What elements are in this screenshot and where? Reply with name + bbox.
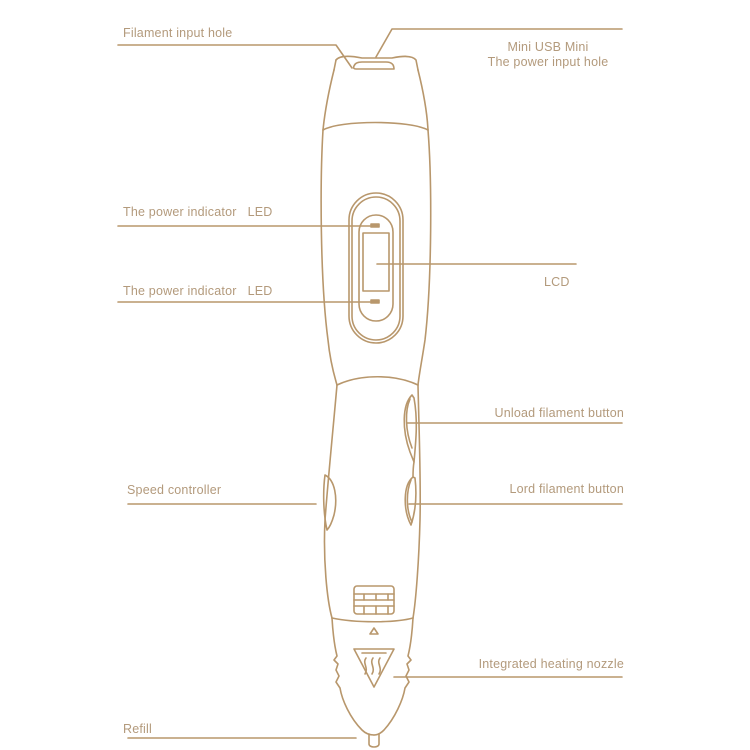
leader-lines	[117, 28, 623, 739]
pen-upper-body	[320, 129, 432, 386]
unload-button-shape	[403, 394, 418, 463]
label-speed-controller: Speed controller	[127, 483, 222, 497]
pen-grip	[322, 384, 422, 619]
speed-controller-shape	[322, 474, 337, 531]
label-led-bottom: The power indicator LED	[123, 284, 273, 298]
label-heating-nozzle: Integrated heating nozzle	[478, 657, 624, 671]
label-refill: Refill	[123, 722, 152, 736]
label-load-button: Lord filament button	[509, 482, 624, 496]
vent-grille	[353, 585, 395, 615]
label-usb-line2: The power input hole	[487, 55, 609, 69]
label-filament-input-hole: Filament input hole	[123, 26, 233, 40]
label-usb-line1: Mini USB Mini	[507, 40, 589, 54]
nozzle-section	[331, 617, 414, 748]
label-unload-button: Unload filament button	[494, 406, 624, 420]
label-lcd: LCD	[544, 275, 570, 289]
pen-top	[322, 55, 429, 131]
load-button-shape	[404, 476, 417, 526]
lcd-panel	[348, 192, 404, 344]
label-led-top: The power indicator LED	[123, 205, 273, 219]
